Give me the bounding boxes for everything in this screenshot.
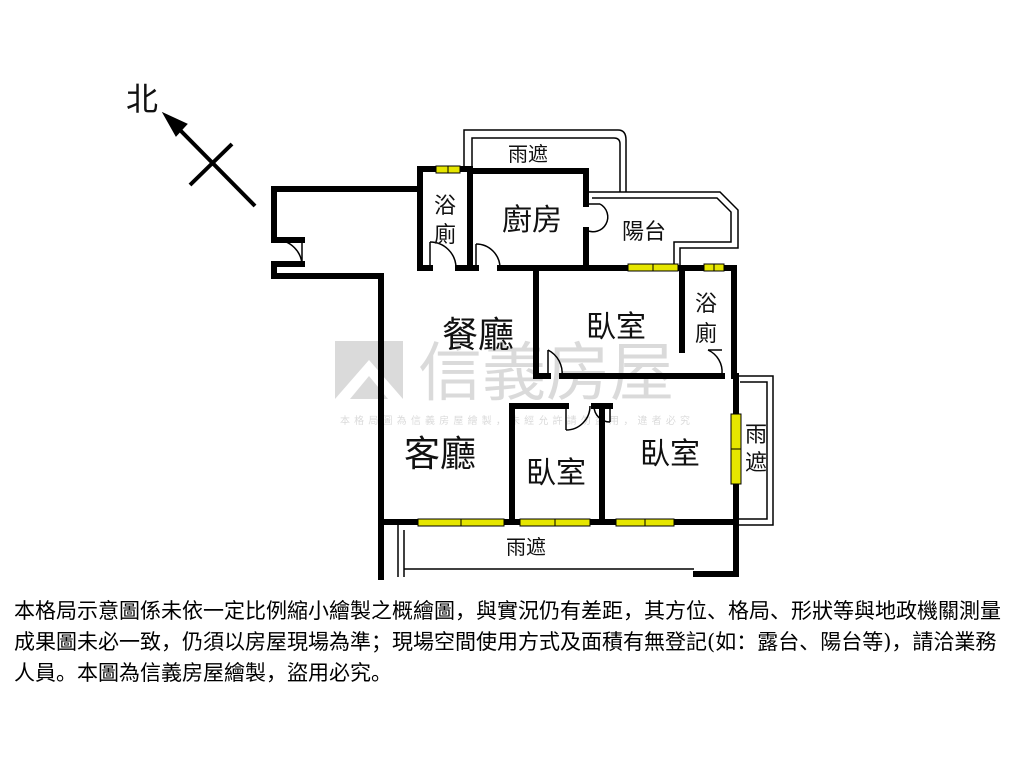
door-kitchen bbox=[475, 243, 501, 269]
room-labels: 雨遮 浴 廁 廚房 陽台 餐廳 臥室 浴 廁 客廳 臥室 臥室 雨 遮 雨遮 bbox=[404, 142, 767, 559]
label-awning-bottom: 雨遮 bbox=[506, 535, 546, 559]
label-awning-right-1: 雨 bbox=[745, 423, 767, 448]
brand-logo-icon bbox=[335, 341, 403, 399]
door-bedroom-small bbox=[565, 405, 591, 431]
door-bath-left bbox=[429, 241, 457, 269]
north-arrow-shaft bbox=[176, 126, 257, 208]
label-bath-right-1: 浴 bbox=[695, 292, 717, 317]
door-balcony bbox=[585, 203, 609, 233]
door-entrance bbox=[275, 239, 303, 267]
label-awning-right-2: 遮 bbox=[745, 451, 767, 476]
label-bedroom-small: 臥室 bbox=[526, 456, 586, 491]
north-arrow-head-icon bbox=[161, 111, 188, 137]
label-bedroom-right: 臥室 bbox=[640, 437, 700, 472]
disclaimer-text: 本格局示意圖係未依一定比例縮小繪製之概繪圖，與實況仍有差距，其方位、格局、形狀等… bbox=[14, 599, 1001, 685]
label-bedroom-top: 臥室 bbox=[586, 310, 646, 345]
north-arrow-cross bbox=[188, 142, 234, 187]
label-kitchen: 廚房 bbox=[502, 203, 562, 238]
walls bbox=[271, 166, 739, 580]
label-living: 客廳 bbox=[404, 434, 476, 475]
label-bath-left-1: 浴 bbox=[434, 194, 456, 219]
door-bedroom-right bbox=[593, 405, 611, 423]
north-arrow: 北 bbox=[126, 80, 257, 208]
label-dining: 餐廳 bbox=[442, 315, 514, 356]
door-bedroom-top bbox=[547, 349, 563, 377]
compass-label: 北 bbox=[126, 80, 158, 118]
window-mullions bbox=[447, 166, 741, 526]
thin-outlines bbox=[397, 129, 774, 577]
label-bath-left-2: 廁 bbox=[434, 223, 456, 248]
doors bbox=[275, 203, 723, 431]
door-bath-right bbox=[707, 349, 723, 375]
label-balcony: 陽台 bbox=[622, 220, 666, 245]
label-bath-right-2: 廁 bbox=[695, 322, 717, 347]
floor-plan: 信義房屋 本格局圖為信義房屋繪製，未經允許請勿盜用，違者必究 bbox=[126, 80, 774, 580]
label-awning-top: 雨遮 bbox=[508, 142, 548, 166]
